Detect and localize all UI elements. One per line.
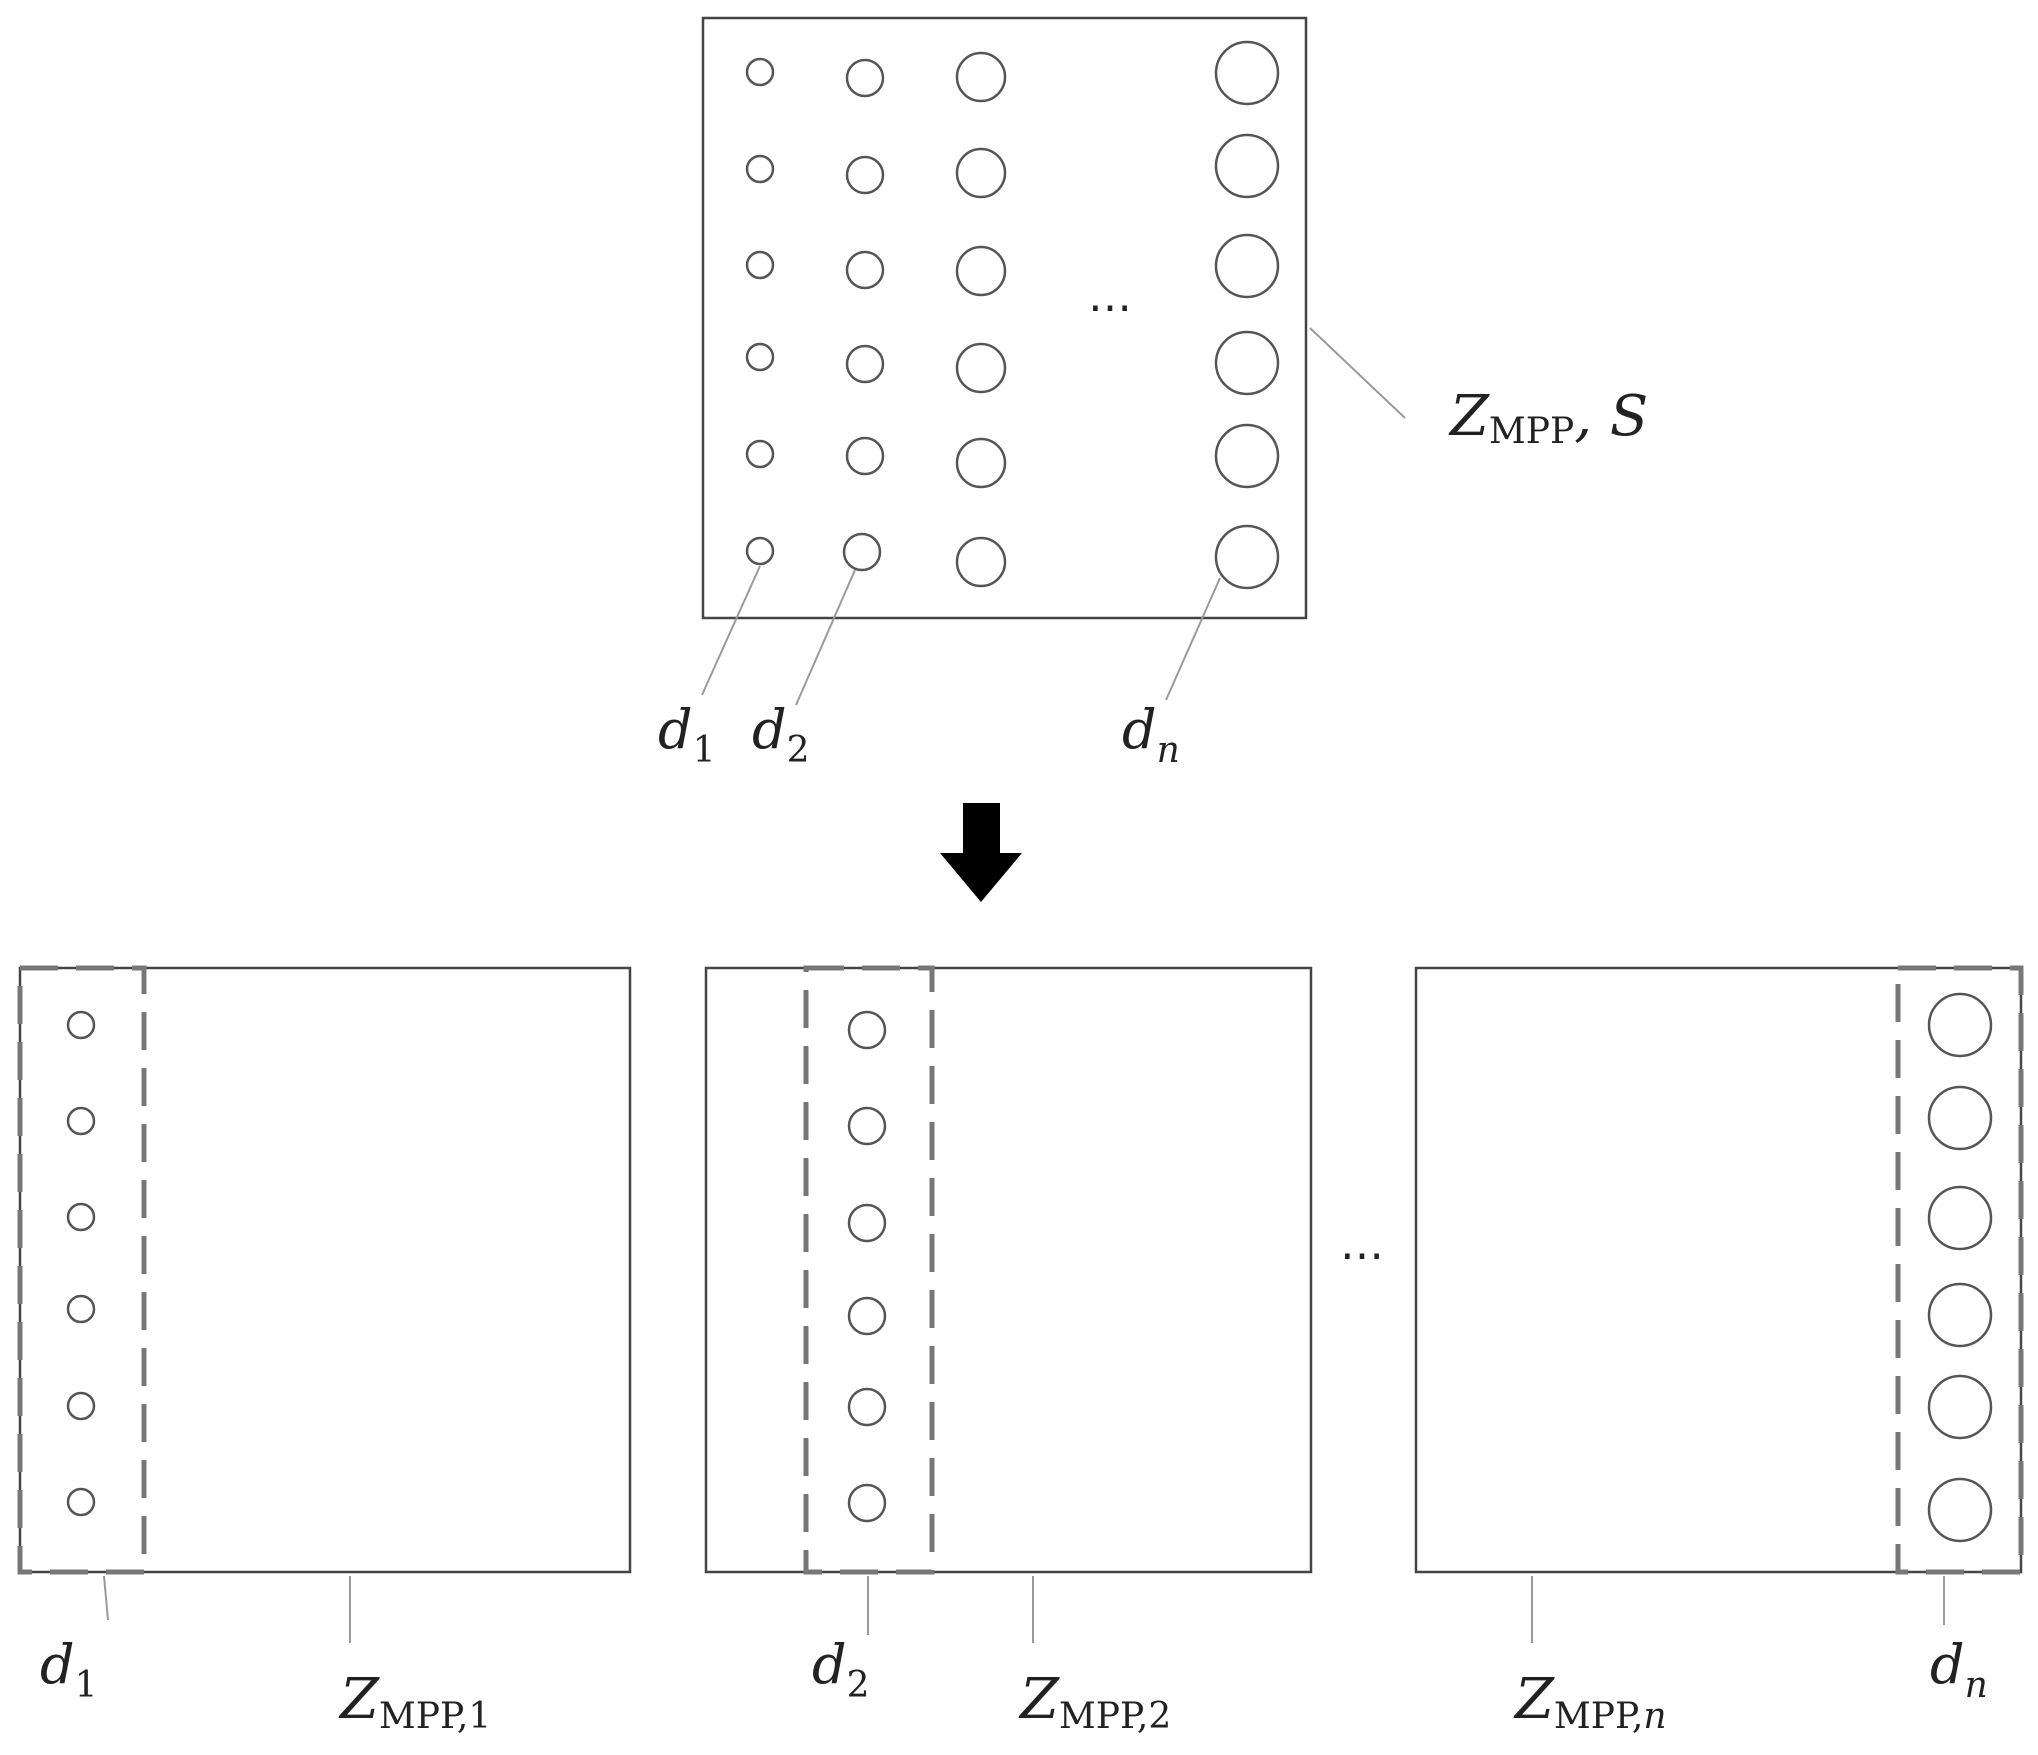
source-label-sub: MPP [1489, 411, 1574, 452]
pore-circle [847, 1010, 887, 1050]
pore-circle [845, 250, 885, 290]
pore-circle [847, 1203, 887, 1243]
pore-circle [1927, 992, 1993, 1058]
pore-circle [66, 1202, 96, 1232]
pore-circle [845, 344, 885, 384]
pore-circle [955, 51, 1007, 103]
pore-circle [1927, 1477, 1993, 1543]
pore-column-d2 [842, 58, 885, 572]
pore-circle [745, 250, 775, 280]
pore-circle [66, 1391, 96, 1421]
pore-circle [1214, 330, 1280, 396]
result-z-label-1: ZMPP,1 [338, 1667, 491, 1737]
d2-leader [795, 569, 856, 706]
result-ellipsis: ⋯ [1340, 1230, 1384, 1281]
pore-circle [1927, 1085, 1993, 1151]
d1-leader [103, 1575, 109, 1621]
selection-strip-dashed [1895, 965, 2024, 1575]
pore-circle [745, 57, 775, 87]
pore-circle [1927, 1282, 1993, 1348]
selection-strip-dashed [17, 965, 147, 1575]
pore-circle [1214, 133, 1280, 199]
source-panel-frame [701, 16, 1308, 620]
result-pore-label-d2: d2 [812, 1633, 869, 1706]
pore-circle [955, 245, 1007, 297]
pore-column-d1-extracted [66, 1010, 96, 1517]
pore-circle [1927, 1185, 1993, 1251]
pore-column-d3 [955, 51, 1007, 588]
pore-circle [745, 439, 775, 469]
result-panel-n: dn ZMPP,n [1414, 965, 2024, 1737]
pore-circle [66, 1487, 96, 1517]
d1-leader [701, 565, 761, 696]
pore-circle [1214, 233, 1280, 299]
pore-column-dn [1214, 40, 1280, 590]
pore-column-d2-extracted [847, 1010, 887, 1523]
pore-circle [847, 1387, 887, 1427]
result-panel-frame [704, 966, 1313, 1574]
source-pore-label-d2: d2 [752, 698, 809, 771]
result-panel-2: d2 ZMPP,2 [704, 965, 1313, 1737]
pore-circle [847, 1483, 887, 1523]
result-pore-label-d1: d1 [40, 1633, 97, 1706]
dn-leader [1165, 577, 1221, 701]
pore-circle [845, 58, 885, 98]
source-panel: ⋯ ZMPP, S d1 d2 dn [658, 16, 1648, 771]
pore-circle [845, 155, 885, 195]
pore-circle [745, 342, 775, 372]
pore-circle [955, 342, 1007, 394]
result-z-label-2: ZMPP,2 [1018, 1667, 1171, 1737]
source-pore-label-d1: d1 [658, 698, 715, 771]
pore-circle [847, 1106, 887, 1146]
pore-circle [955, 147, 1007, 199]
down-arrow-icon [940, 803, 1022, 902]
source-label-leader [1309, 327, 1406, 419]
pore-circle [66, 1010, 96, 1040]
source-panel-label: ZMPP, S [1448, 384, 1648, 452]
result-panel-frame [18, 966, 632, 1574]
result-panel-1: d1 ZMPP,1 [17, 965, 632, 1737]
pore-circle [955, 536, 1007, 588]
pore-circle [842, 532, 882, 572]
result-z-label-n: ZMPP,n [1513, 1667, 1667, 1737]
pore-circle [66, 1106, 96, 1136]
pore-circle [1214, 423, 1280, 489]
pore-column-d1 [745, 57, 775, 566]
source-label-suffix: , S [1574, 384, 1648, 449]
pore-circle [1214, 40, 1280, 106]
pore-circle [66, 1294, 96, 1324]
pore-column-dn-extracted [1927, 992, 1993, 1543]
result-pore-label-dn: dn [1930, 1633, 1988, 1706]
source-pore-label-dn: dn [1122, 698, 1180, 771]
pore-circle [847, 1296, 887, 1336]
result-panel-frame [1414, 966, 2023, 1574]
pore-circle [845, 436, 885, 476]
selection-strip-dashed [803, 965, 935, 1575]
pore-circle [745, 154, 775, 184]
pore-circle [1214, 524, 1280, 590]
source-label-var: Z [1448, 384, 1490, 449]
pore-circle [745, 536, 775, 566]
pore-circle [955, 437, 1007, 489]
source-ellipsis: ⋯ [1088, 282, 1132, 333]
pore-circle [1927, 1374, 1993, 1440]
